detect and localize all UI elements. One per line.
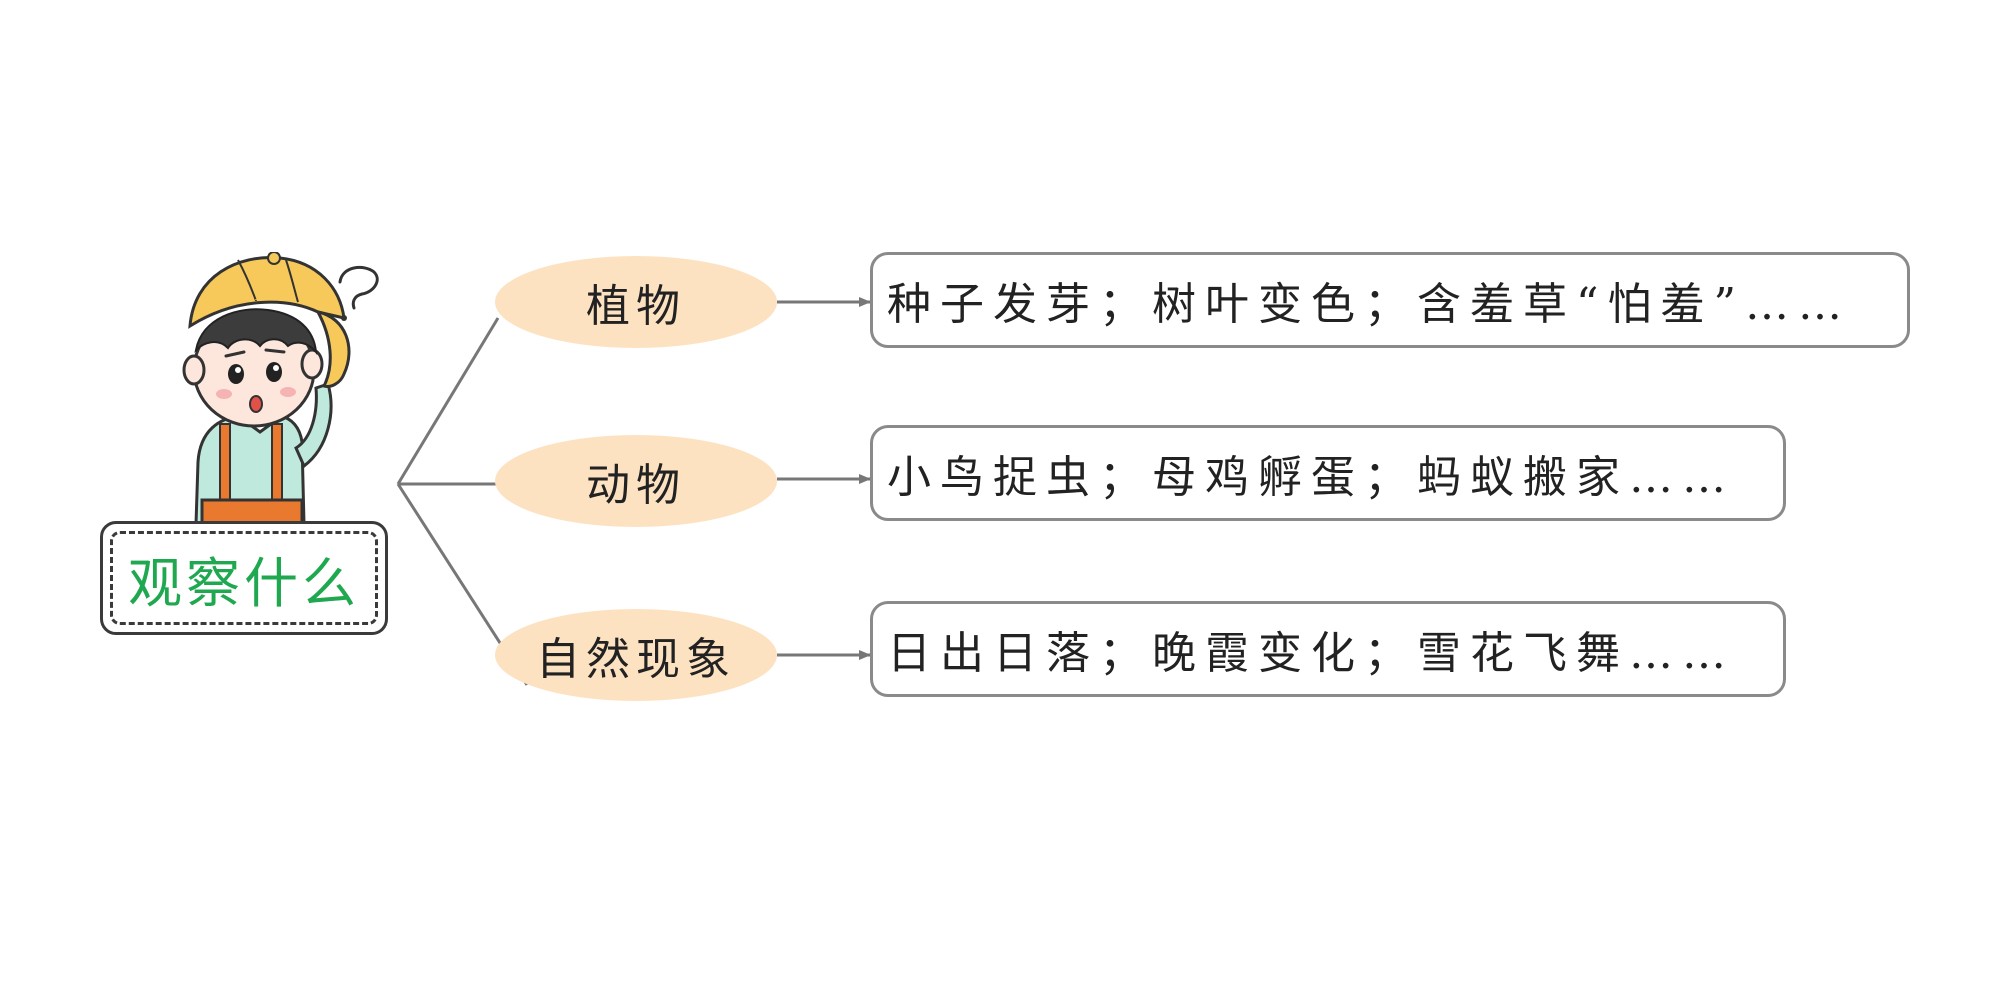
question-mark-icon	[338, 265, 379, 321]
branch-connector-plants	[396, 317, 500, 485]
detail-box-nature: 日出日落；晚霞变化；雪花飞舞……	[870, 601, 1786, 697]
branch-label-nature: 自然现象	[536, 634, 736, 685]
detail-box-plants: 种子发芽；树叶变色；含羞草“怕羞”……	[870, 252, 1910, 348]
detail-text-animals: 小鸟捉虫；母鸡孵蛋；蚂蚁搬家……	[887, 452, 1735, 503]
detail-box-animals: 小鸟捉虫；母鸡孵蛋；蚂蚁搬家……	[870, 425, 1786, 521]
branch-oval-nature: 自然现象	[495, 609, 777, 701]
branch-label-animals: 动物	[586, 460, 686, 511]
central-topic-box: 观察什么	[100, 521, 388, 635]
central-topic-dashed-frame: 观察什么	[110, 531, 378, 625]
detail-text-nature: 日出日落；晚霞变化；雪花飞舞……	[887, 628, 1735, 679]
thinking-boy-illustration	[182, 252, 379, 524]
branch-oval-plants: 植物	[495, 256, 777, 348]
central-topic-label: 观察什么	[128, 551, 360, 615]
branch-label-plants: 植物	[586, 281, 686, 332]
branch-oval-animals: 动物	[495, 435, 777, 527]
detail-text-plants: 种子发芽；树叶变色；含羞草“怕羞”……	[887, 279, 1851, 330]
